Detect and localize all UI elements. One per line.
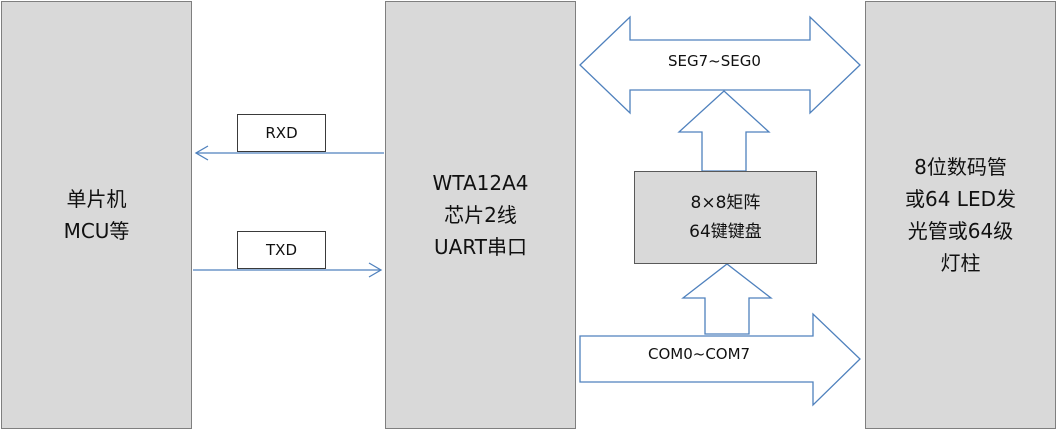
wta-label-line-2: 芯片2线 (444, 203, 517, 227)
led-label-line-2: 或64 LED发 (905, 187, 1016, 211)
wta-label-line-1: WTA12A4 (432, 171, 529, 195)
mcu-label-line-1: 单片机 (66, 187, 127, 211)
led-block-label: 8位数码管 或64 LED发 光管或64级 灯柱 (905, 151, 1016, 279)
txd-arrowhead (368, 262, 383, 278)
seg-bus-label: SEG7~SEG0 (668, 52, 761, 70)
com-bus-label: COM0~COM7 (648, 345, 751, 363)
txd-label: TXD (237, 231, 326, 269)
mcu-label-line-2: MCU等 (63, 219, 130, 243)
seg-bus-arrow (579, 15, 861, 115)
led-label-line-3: 光管或64级 (907, 219, 1014, 243)
wta12a4-chip-block: WTA12A4 芯片2线 UART串口 (385, 1, 576, 429)
keypad-label-line-2: 64键键盘 (689, 221, 762, 242)
mcu-block: 单片机 MCU等 (1, 1, 192, 429)
keypad-block-label: 8×8矩阵 64键键盘 (689, 189, 762, 247)
rxd-label: RXD (237, 114, 326, 152)
wta-label-line-3: UART串口 (434, 235, 527, 259)
com-to-keypad-arrow (681, 263, 773, 335)
wta-block-label: WTA12A4 芯片2线 UART串口 (433, 167, 529, 263)
keypad-block: 8×8矩阵 64键键盘 (634, 171, 817, 264)
led-label-line-4: 灯柱 (940, 251, 981, 275)
mcu-block-label: 单片机 MCU等 (64, 183, 130, 247)
led-label-line-1: 8位数码管 (914, 155, 1007, 179)
keypad-to-seg-arrow (677, 90, 771, 172)
rxd-arrowhead (194, 145, 209, 161)
keypad-label-line-1: 8×8矩阵 (690, 192, 761, 213)
led-display-block: 8位数码管 或64 LED发 光管或64级 灯柱 (865, 1, 1056, 429)
com-bus-arrow (579, 312, 861, 407)
